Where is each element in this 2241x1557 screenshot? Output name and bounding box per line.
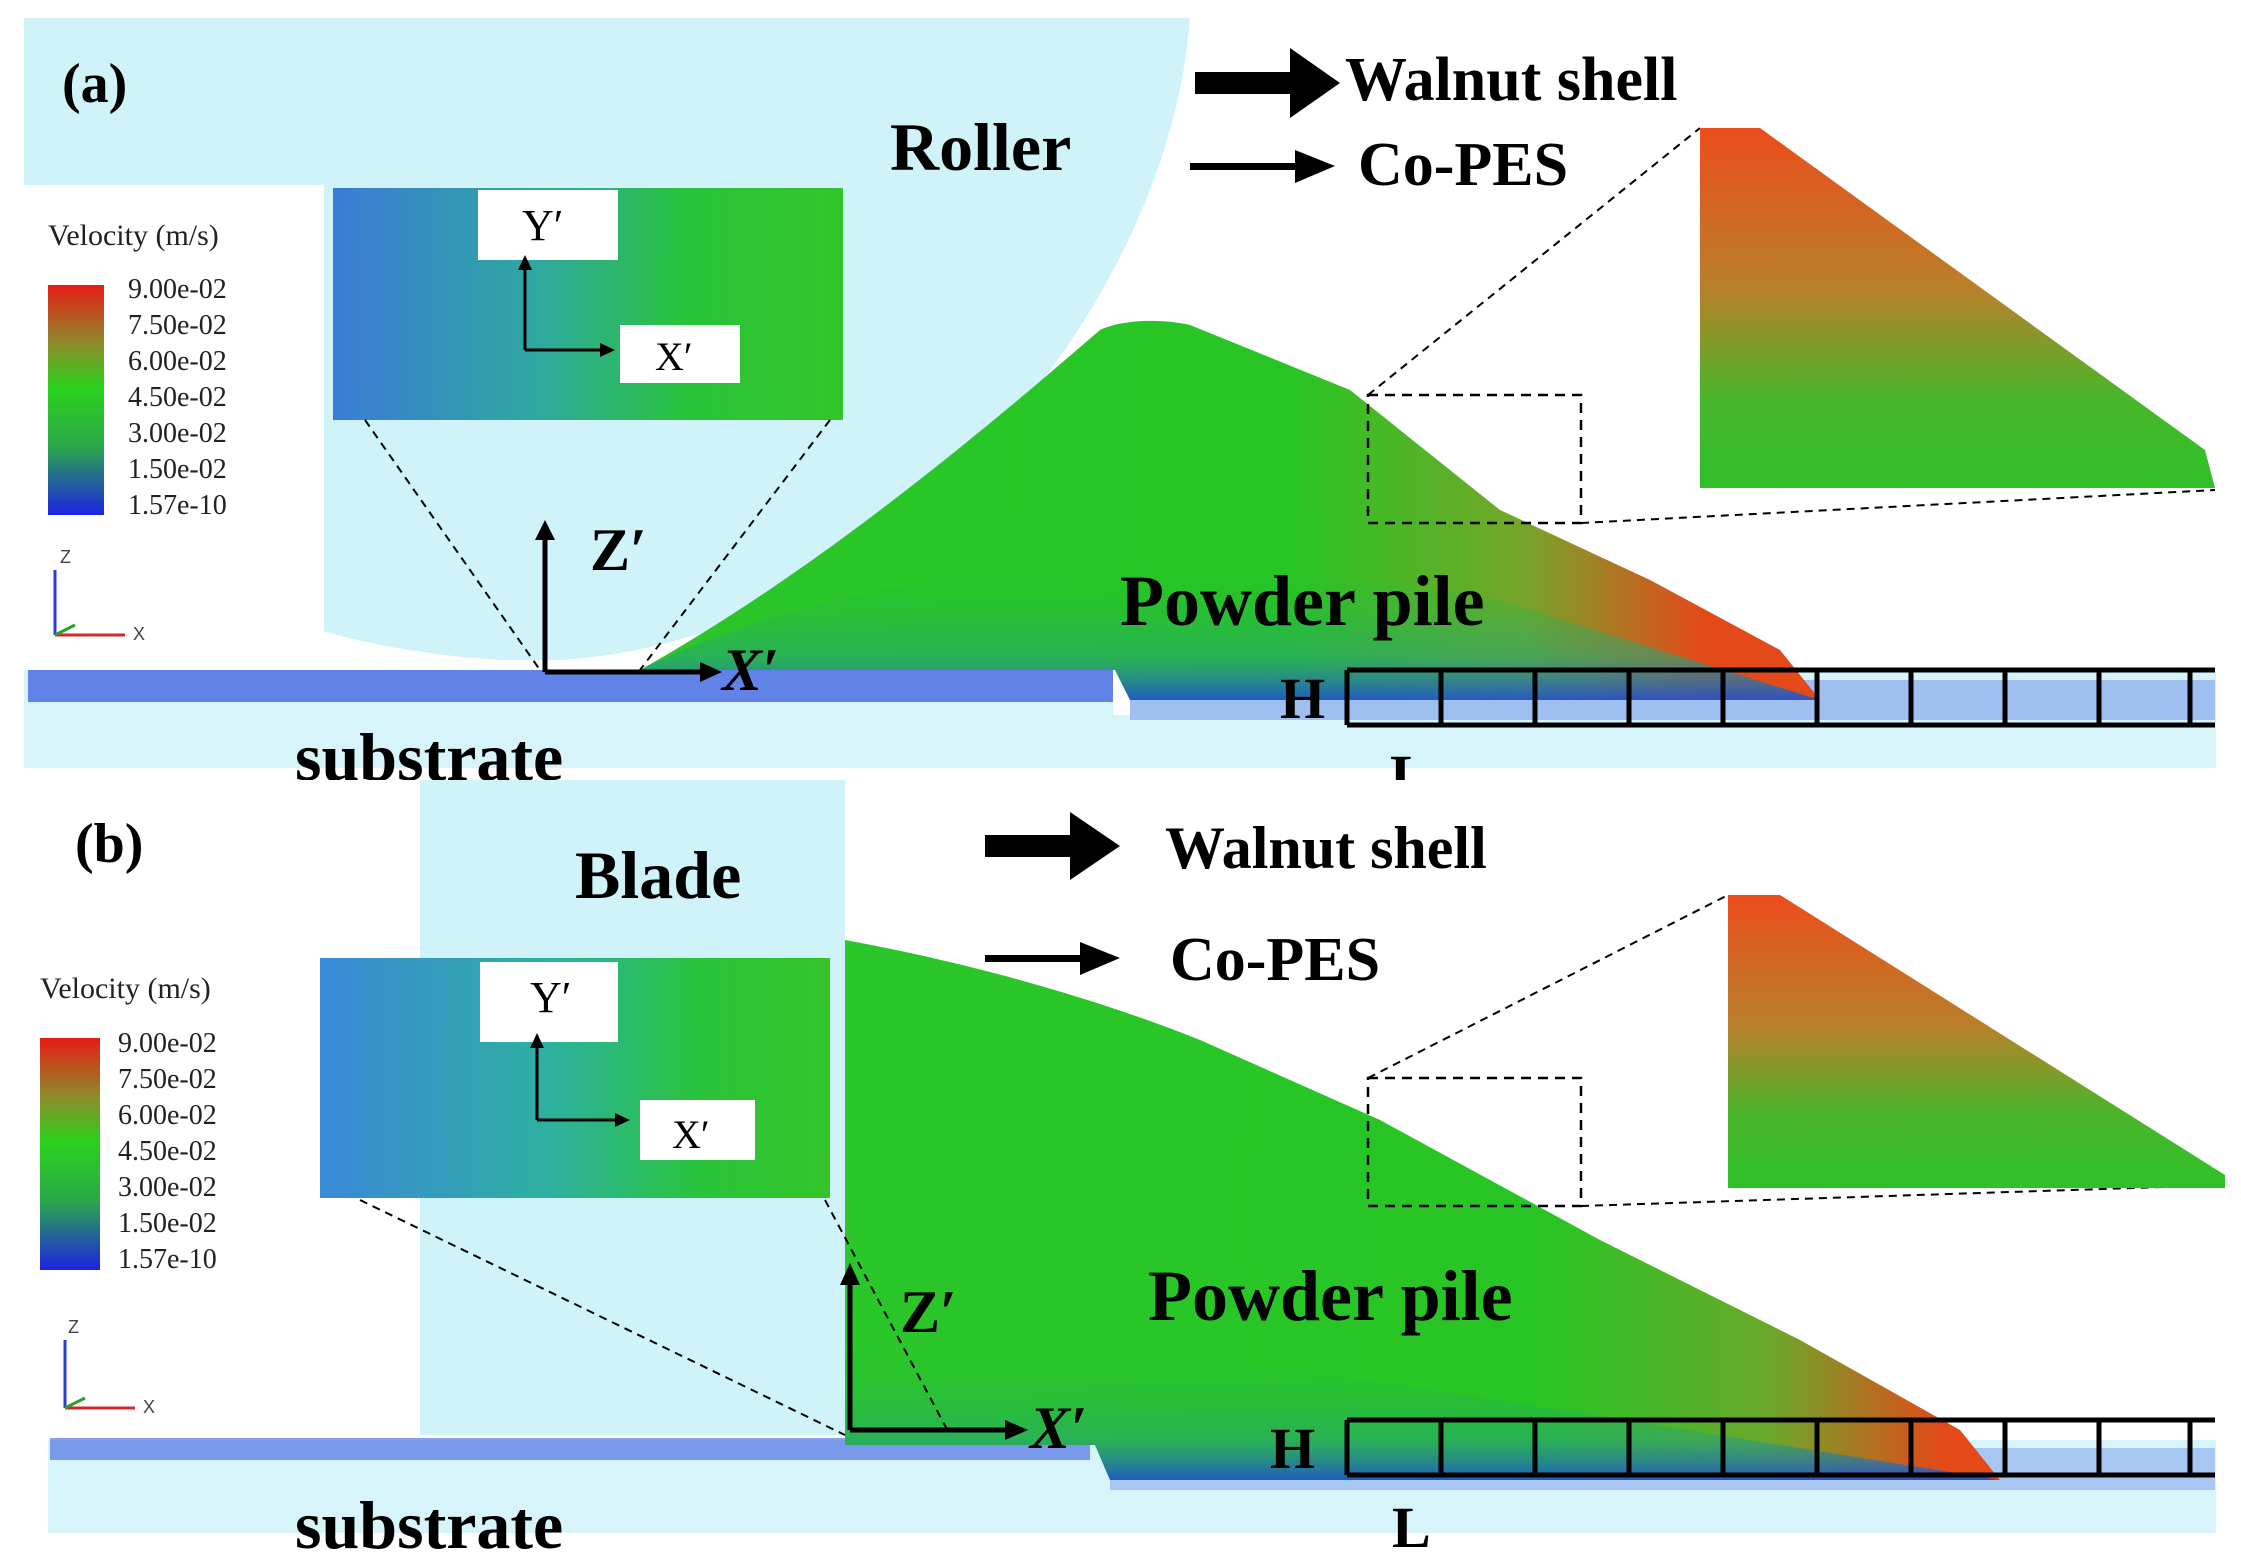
svg-text:X: X xyxy=(133,624,145,644)
colorbar-tick: 1.50e-02 xyxy=(128,454,227,485)
inset-y-label: Y′ xyxy=(530,973,571,1022)
colorbar-tick: 9.00e-02 xyxy=(118,1028,217,1059)
colorbar-tick: 7.50e-02 xyxy=(118,1064,217,1095)
zoom-region-box xyxy=(1366,393,1583,525)
legend-walnut-arrow xyxy=(1195,48,1340,118)
colorbar-tick: 9.00e-02 xyxy=(128,274,227,305)
zoom-view xyxy=(1700,128,2215,488)
inset-connector xyxy=(639,419,831,671)
zoom-connector xyxy=(1580,489,2216,524)
svg-text:Z: Z xyxy=(60,547,71,567)
panel-label: (b) xyxy=(75,813,143,875)
inset-label-bg-y xyxy=(480,962,618,1042)
legend-walnut-arrow xyxy=(985,812,1120,880)
colorbar-scale xyxy=(48,285,104,515)
legend-walnut-label: Walnut shell xyxy=(1345,46,1678,114)
panel-b-figure: Velocity (m/s) 9.00e-02 7.50e-02 6.00e-0… xyxy=(24,780,2226,1557)
grid-l-label: L xyxy=(1390,743,1429,780)
colorbar-title: Velocity (m/s) xyxy=(40,972,211,1005)
panel-a-roller: Velocity (m/s) 9.00e-02 7.50e-02 6.00e-0… xyxy=(24,18,2216,780)
main-axes xyxy=(840,1263,1028,1440)
zoom-region-box xyxy=(1366,1076,1583,1208)
colorbar-tick: 6.00e-02 xyxy=(128,346,227,377)
panel-b-blade: Velocity (m/s) 9.00e-02 7.50e-02 6.00e-0… xyxy=(0,780,2241,1557)
colorbar-scale xyxy=(40,1038,100,1270)
inset-connector xyxy=(359,1199,846,1436)
legend-copes-label: Co-PES xyxy=(1358,131,1568,199)
colorbar-tick: 7.50e-02 xyxy=(128,310,227,341)
colorbar-tick: 1.50e-02 xyxy=(118,1208,217,1239)
grid-l-label: L xyxy=(1392,1495,1431,1557)
panel-a-figure: Velocity (m/s) 9.00e-02 7.50e-02 6.00e-0… xyxy=(24,18,2216,780)
colorbar-tick: 1.57e-10 xyxy=(118,1244,217,1275)
main-axes xyxy=(535,520,722,682)
inset-x-label: X′ xyxy=(672,1112,710,1157)
inset-axes xyxy=(518,255,615,357)
axis-x-label: X′ xyxy=(720,637,779,703)
inset-axes xyxy=(530,1033,630,1127)
substrate-label: substrate xyxy=(295,719,563,780)
grid-h-label: H xyxy=(1270,1416,1315,1481)
panel-label: (a) xyxy=(62,53,127,115)
powder-pile-base xyxy=(845,1340,2000,1480)
legend-copes-arrow xyxy=(1190,150,1335,183)
pile-label: Powder pile xyxy=(1148,1256,1513,1336)
colorbar-tick: 1.57e-10 xyxy=(128,490,227,521)
inset-y-label: Y′ xyxy=(522,201,563,250)
colorbar-tick: 3.00e-02 xyxy=(128,418,227,449)
tool-label: Blade xyxy=(575,837,741,913)
pile-label: Powder pile xyxy=(1120,561,1485,641)
inset-connector xyxy=(824,1199,951,1436)
zoom-connector xyxy=(1367,894,1729,1079)
colorbar-tick: 4.50e-02 xyxy=(118,1136,217,1167)
svg-text:Z: Z xyxy=(68,1317,79,1337)
inset-x-label: X′ xyxy=(655,334,693,379)
zoom-connector xyxy=(1580,1184,2226,1207)
inset-label-bg-x xyxy=(620,325,740,383)
tool-label: Roller xyxy=(890,109,1071,185)
inset-label-bg-x xyxy=(640,1100,755,1160)
zoom-connector xyxy=(1367,127,1701,396)
substrate-particle-layer-left xyxy=(50,1438,1090,1460)
powder-pile xyxy=(845,940,2000,1480)
legend-copes-label: Co-PES xyxy=(1170,926,1380,994)
axis-triad: Z X xyxy=(53,547,145,644)
axis-x-label: X′ xyxy=(1028,1395,1087,1461)
axis-z-label: Z′ xyxy=(590,517,647,583)
substrate-particle-layer-left xyxy=(28,670,1113,702)
svg-text:X: X xyxy=(143,1397,155,1417)
axis-triad: Z X xyxy=(63,1317,155,1417)
legend-walnut-label: Walnut shell xyxy=(1165,815,1487,881)
colorbar-tick: 4.50e-02 xyxy=(128,382,227,413)
inset-label-bg-y xyxy=(478,190,618,260)
colorbar-tick: 3.00e-02 xyxy=(118,1172,217,1203)
colorbar-tick: 6.00e-02 xyxy=(118,1100,217,1131)
measurement-grid xyxy=(1344,667,2215,728)
measurement-grid xyxy=(1344,1417,2215,1478)
inset-connector xyxy=(364,419,541,671)
axis-z-label: Z′ xyxy=(900,1279,957,1345)
legend-copes-arrow xyxy=(985,942,1120,975)
colorbar-title: Velocity (m/s) xyxy=(48,219,219,252)
powder-pile-base xyxy=(640,560,1820,700)
zoom-view xyxy=(1728,895,2225,1188)
grid-h-label: H xyxy=(1280,666,1325,731)
substrate-label: substrate xyxy=(295,1487,563,1557)
